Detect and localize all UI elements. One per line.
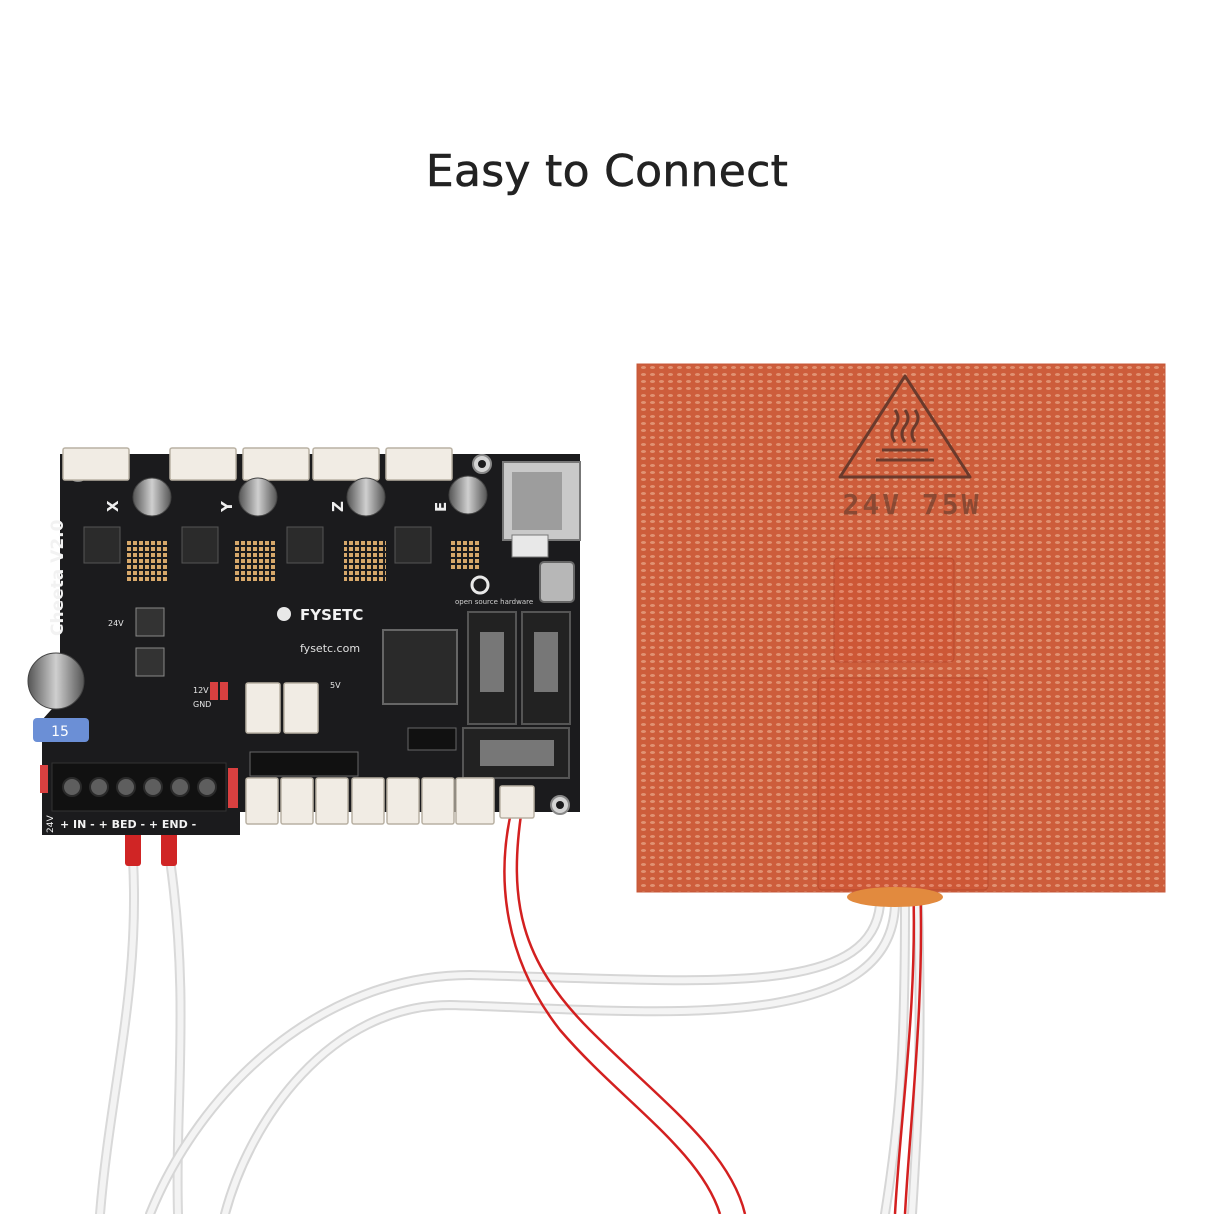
osh-label: open source hardware (455, 598, 533, 606)
motor-connectors (62, 447, 453, 481)
rail-label-24v: 24V (108, 619, 124, 628)
silicone-heater-pad: 24V 75W (636, 363, 1166, 907)
axis-label-x: X (104, 500, 122, 512)
heater-rating-label: 24V 75W (842, 488, 981, 521)
rail-label-gnd: GND (193, 700, 211, 709)
fuse-rating: 15 (51, 724, 69, 740)
brand-logo-text: FYSETC (300, 606, 363, 624)
white-wires-heater (145, 900, 925, 1214)
hot-surface-warning-icon (838, 374, 972, 479)
brand-website: fysetc.com (300, 642, 360, 655)
microcontroller (382, 629, 458, 705)
osh-logo-icon (470, 575, 490, 595)
side-voltage-label: 24V (46, 815, 56, 833)
white-wires-board (95, 855, 186, 1214)
blade-fuse (33, 718, 89, 742)
stepper-drivers (83, 526, 481, 582)
capacitors (27, 475, 488, 710)
thermistor-patch (833, 557, 955, 663)
model-label: Cheeta V2.0 (48, 519, 68, 636)
axis-label-z: Z (329, 501, 347, 512)
lead-cover-patch (817, 677, 989, 891)
usb-port (539, 561, 575, 603)
headline: Easy to Connect (425, 146, 789, 198)
fysetc-control-board: X Y Z E FYSETC fysetc.com (27, 447, 581, 835)
rail-label-5v: 5V (330, 681, 341, 690)
power-terminal-label: + IN - + BED - + END - (60, 818, 196, 831)
axis-label-e: E (432, 502, 450, 512)
axis-label-y: Y (218, 500, 236, 513)
rail-label-12v: 12V (193, 686, 209, 695)
endstop-thermistor-connectors (245, 777, 535, 825)
